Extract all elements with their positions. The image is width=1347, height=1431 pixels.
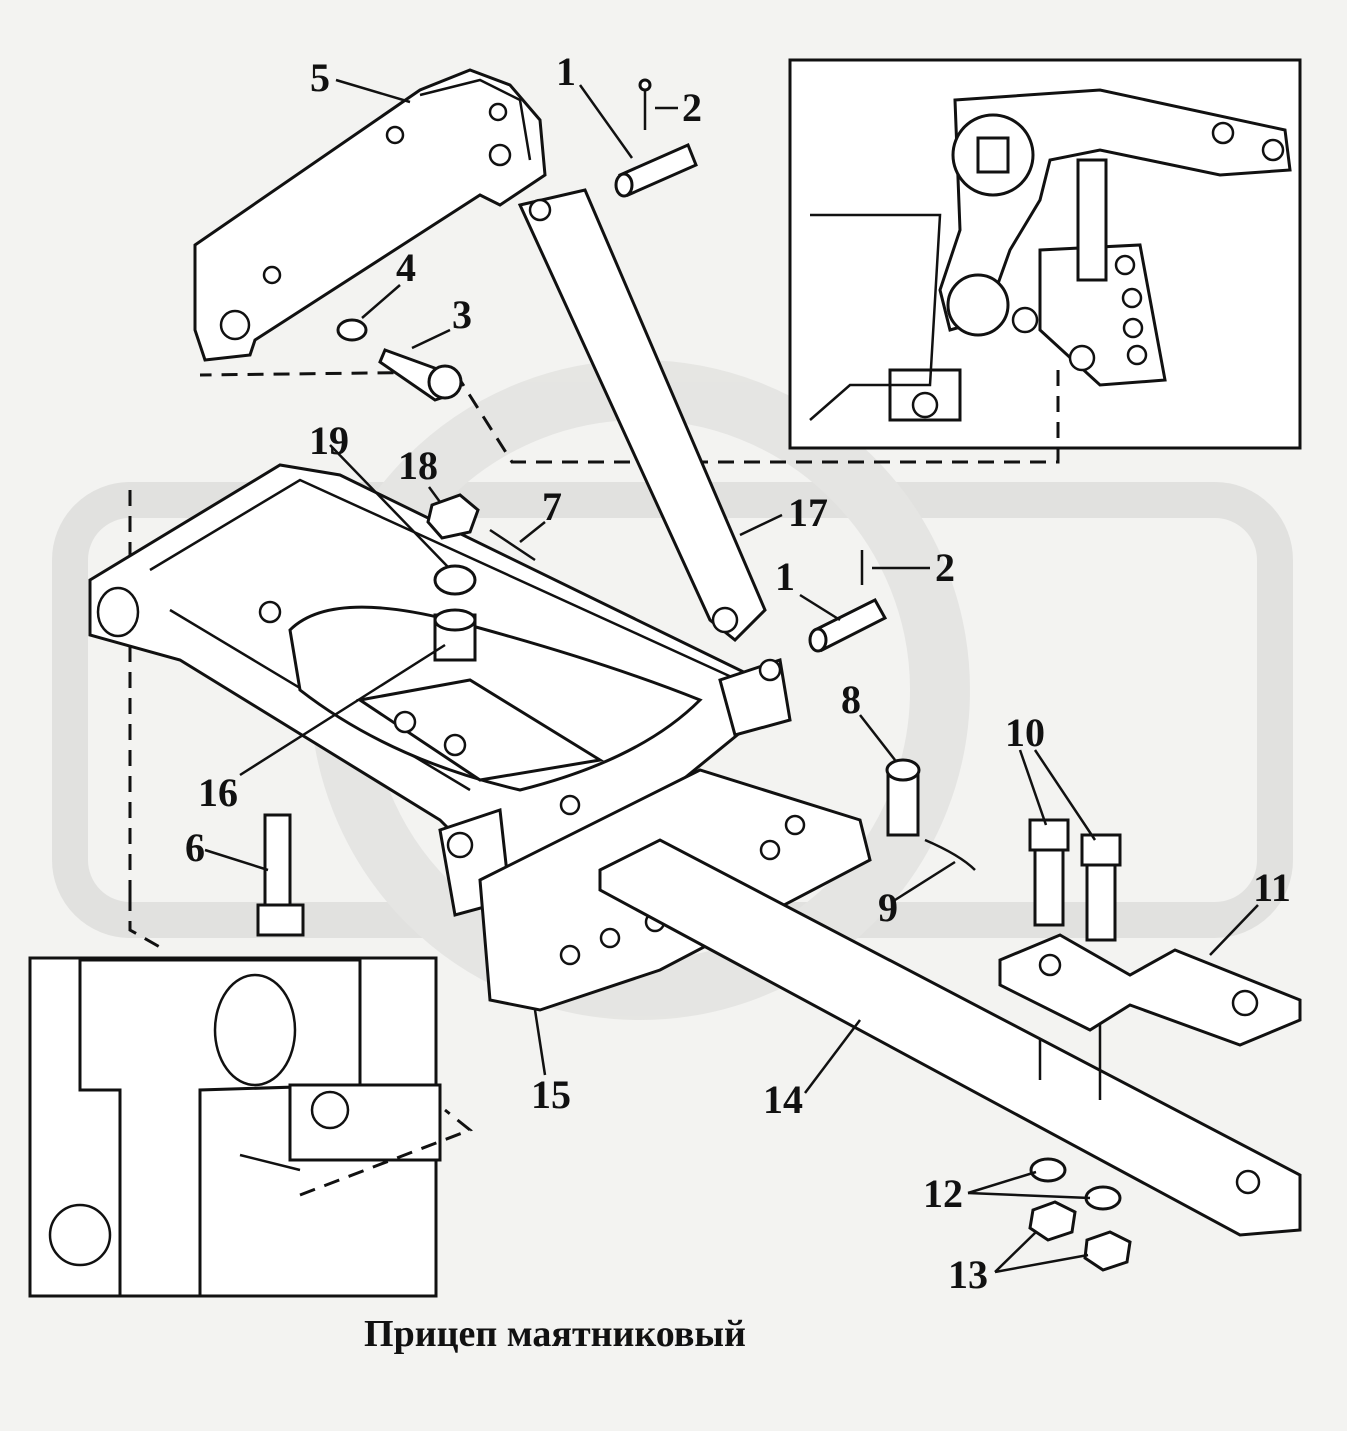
part-12-washers <box>1029 1157 1122 1211</box>
callout-17: 17 <box>788 490 828 535</box>
callout-9: 9 <box>878 885 898 930</box>
part-18-nut <box>426 493 480 540</box>
part-5-bracket <box>193 68 547 362</box>
callout-18: 18 <box>398 443 438 488</box>
part-3-bolt <box>378 348 463 402</box>
part-7-pin <box>489 528 536 562</box>
part-10-bolts <box>1028 818 1122 942</box>
part-14-drawbar <box>598 838 1302 1237</box>
callout-2-right: 2 <box>935 545 955 590</box>
inset-detail-bottom-left <box>28 490 473 1298</box>
part-6-bolt <box>256 813 305 937</box>
callout-8: 8 <box>841 677 861 722</box>
callout-4: 4 <box>396 245 416 290</box>
part-19-washer <box>433 564 477 596</box>
callout-1-top: 1 <box>556 49 576 94</box>
callout-15: 15 <box>531 1072 571 1117</box>
part-1-pin-right <box>808 550 888 653</box>
main-frame <box>88 463 872 1012</box>
callout-3: 3 <box>452 292 472 337</box>
callout-16: 16 <box>198 770 238 815</box>
callout-11: 11 <box>1253 865 1291 910</box>
callout-19: 19 <box>309 418 349 463</box>
callout-1-right: 1 <box>775 554 795 599</box>
part-9-cotter <box>924 838 976 871</box>
part-17-rod <box>517 188 767 643</box>
callout-2-top: 2 <box>682 85 702 130</box>
callout-10: 10 <box>1005 710 1045 755</box>
callout-14: 14 <box>763 1077 803 1122</box>
diagram-caption: Прицеп маятниковый <box>364 1313 746 1355</box>
part-11-clevis <box>998 933 1302 1047</box>
part-4-washer <box>336 318 368 342</box>
inset-detail-top-right <box>199 58 1302 464</box>
callout-12: 12 <box>923 1171 963 1216</box>
part-8-pin <box>885 758 921 837</box>
callout-13: 13 <box>948 1252 988 1297</box>
leader-lines <box>204 78 1259 1274</box>
callout-6: 6 <box>185 825 205 870</box>
part-13-nuts <box>1028 1200 1132 1272</box>
part-1-pin-top <box>614 78 698 198</box>
callout-7: 7 <box>542 484 562 529</box>
callout-5: 5 <box>310 55 330 100</box>
part-16-bushing <box>433 608 477 662</box>
